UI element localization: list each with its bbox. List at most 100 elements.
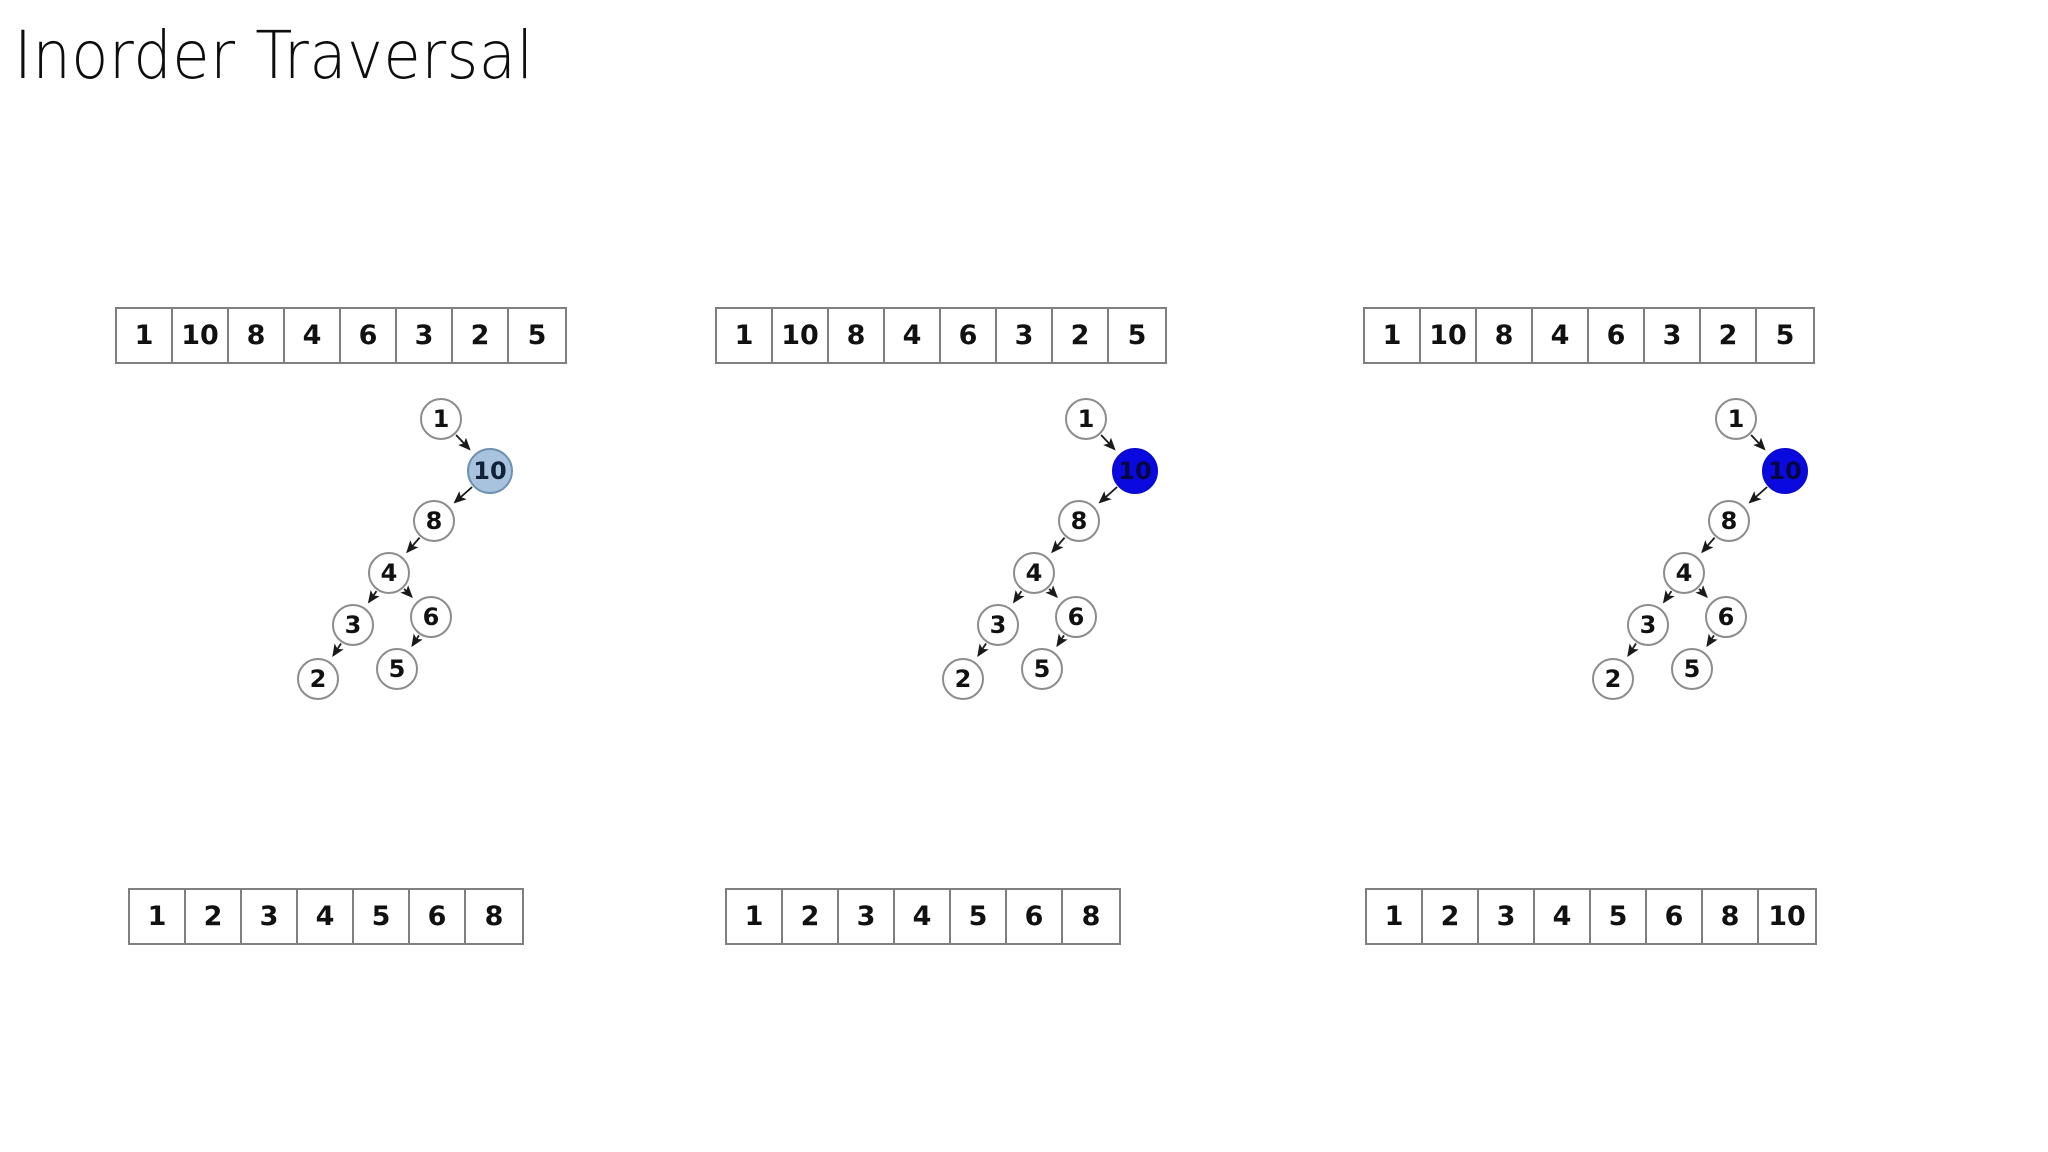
array-cell: 8: [1081, 901, 1101, 932]
tree-edge: [1100, 434, 1116, 451]
tree-node-8: 8: [1708, 500, 1750, 542]
array-cell: 10: [1421, 309, 1477, 362]
array-cell: 8: [484, 901, 504, 932]
tree-node-2: 2: [942, 658, 984, 700]
tree-edge: [406, 537, 421, 554]
tree-edge: [1695, 585, 1708, 599]
array-cell: 4: [1533, 309, 1589, 362]
tree-edge: [1045, 585, 1058, 599]
tree-node-1: 1: [1065, 398, 1107, 440]
array-cell: 3: [839, 890, 895, 943]
array-cell: 5: [1775, 320, 1795, 351]
array-cell: 2: [186, 890, 242, 943]
array-cell: 5: [951, 890, 1007, 943]
tree-edge: [1056, 633, 1068, 648]
array-cell: 6: [1589, 309, 1645, 362]
tree-node-2: 2: [1592, 658, 1634, 700]
array-cell: 3: [397, 309, 453, 362]
array-cell: 3: [242, 890, 298, 943]
tree-edge: [367, 590, 380, 604]
tree-edge: [1706, 633, 1718, 648]
tree-node-6: 6: [1705, 596, 1747, 638]
tree-node-5: 5: [1021, 648, 1063, 690]
tree-node-4: 4: [368, 552, 410, 594]
tree-edge: [453, 486, 473, 504]
page-title: Inorder Traversal: [14, 17, 534, 94]
tree-node-8: 8: [1058, 500, 1100, 542]
array-cell: 2: [783, 890, 839, 943]
array-cell: 5: [1127, 320, 1147, 351]
array-cell: 6: [1647, 890, 1703, 943]
array-cell: 8: [1703, 890, 1759, 943]
tree-node-5: 5: [376, 648, 418, 690]
tree-node-3: 3: [332, 604, 374, 646]
tree-node-6: 6: [410, 596, 452, 638]
tree-edges: [332, 434, 473, 658]
tree-node-4: 4: [1663, 552, 1705, 594]
array-cell: 4: [285, 309, 341, 362]
array-cell: 3: [1645, 309, 1701, 362]
tree-node-6: 6: [1055, 596, 1097, 638]
tree-node-1: 1: [1715, 398, 1757, 440]
tree-node-1: 1: [420, 398, 462, 440]
array-cell: 6: [941, 309, 997, 362]
array-cell: 1: [727, 890, 783, 943]
array-cell: 5: [1591, 890, 1647, 943]
array-cell: 2: [453, 309, 509, 362]
array-cell: 8: [229, 309, 285, 362]
array-cell: 8: [829, 309, 885, 362]
tree-edge: [1662, 590, 1675, 604]
tree-node-10: 10: [1112, 448, 1158, 494]
tree-node-10: 10: [1762, 448, 1808, 494]
array-cell: 1: [130, 890, 186, 943]
array-cell: 4: [885, 309, 941, 362]
tree-edge: [455, 434, 471, 451]
tree-node-5: 5: [1671, 648, 1713, 690]
tree-edge: [332, 642, 344, 658]
array-cell: 6: [341, 309, 397, 362]
tree-edge: [1098, 486, 1118, 504]
array-cell: 6: [1007, 890, 1063, 943]
array-cell: 3: [1479, 890, 1535, 943]
tree-node-4: 4: [1013, 552, 1055, 594]
array-cell: 8: [1477, 309, 1533, 362]
tree-node-8: 8: [413, 500, 455, 542]
tree-edge: [1627, 642, 1639, 658]
tree-edge: [400, 585, 413, 599]
tree-edges: [977, 434, 1118, 658]
tree-edge: [977, 642, 989, 658]
tree-edges: [1627, 434, 1768, 658]
array-cell: 4: [298, 890, 354, 943]
array-cell: 10: [173, 309, 229, 362]
array-cell: 10: [1768, 901, 1806, 932]
array-cell: 10: [773, 309, 829, 362]
tree-edge: [1012, 590, 1025, 604]
array-cell: 2: [1053, 309, 1109, 362]
array-cell: 1: [117, 309, 173, 362]
tree-edge: [1750, 434, 1766, 451]
array-cell: 5: [354, 890, 410, 943]
tree-node-2: 2: [297, 658, 339, 700]
tree-edge: [1748, 486, 1768, 504]
tree-edge: [1051, 537, 1066, 554]
tree-edge: [1701, 537, 1716, 554]
array-cell: 1: [1365, 309, 1421, 362]
tree-node-10: 10: [467, 448, 513, 494]
array-cell: 1: [1367, 890, 1423, 943]
tree-node-3: 3: [1627, 604, 1669, 646]
array-cell: 3: [997, 309, 1053, 362]
tree-edge: [411, 633, 423, 648]
array-cell: 2: [1423, 890, 1479, 943]
